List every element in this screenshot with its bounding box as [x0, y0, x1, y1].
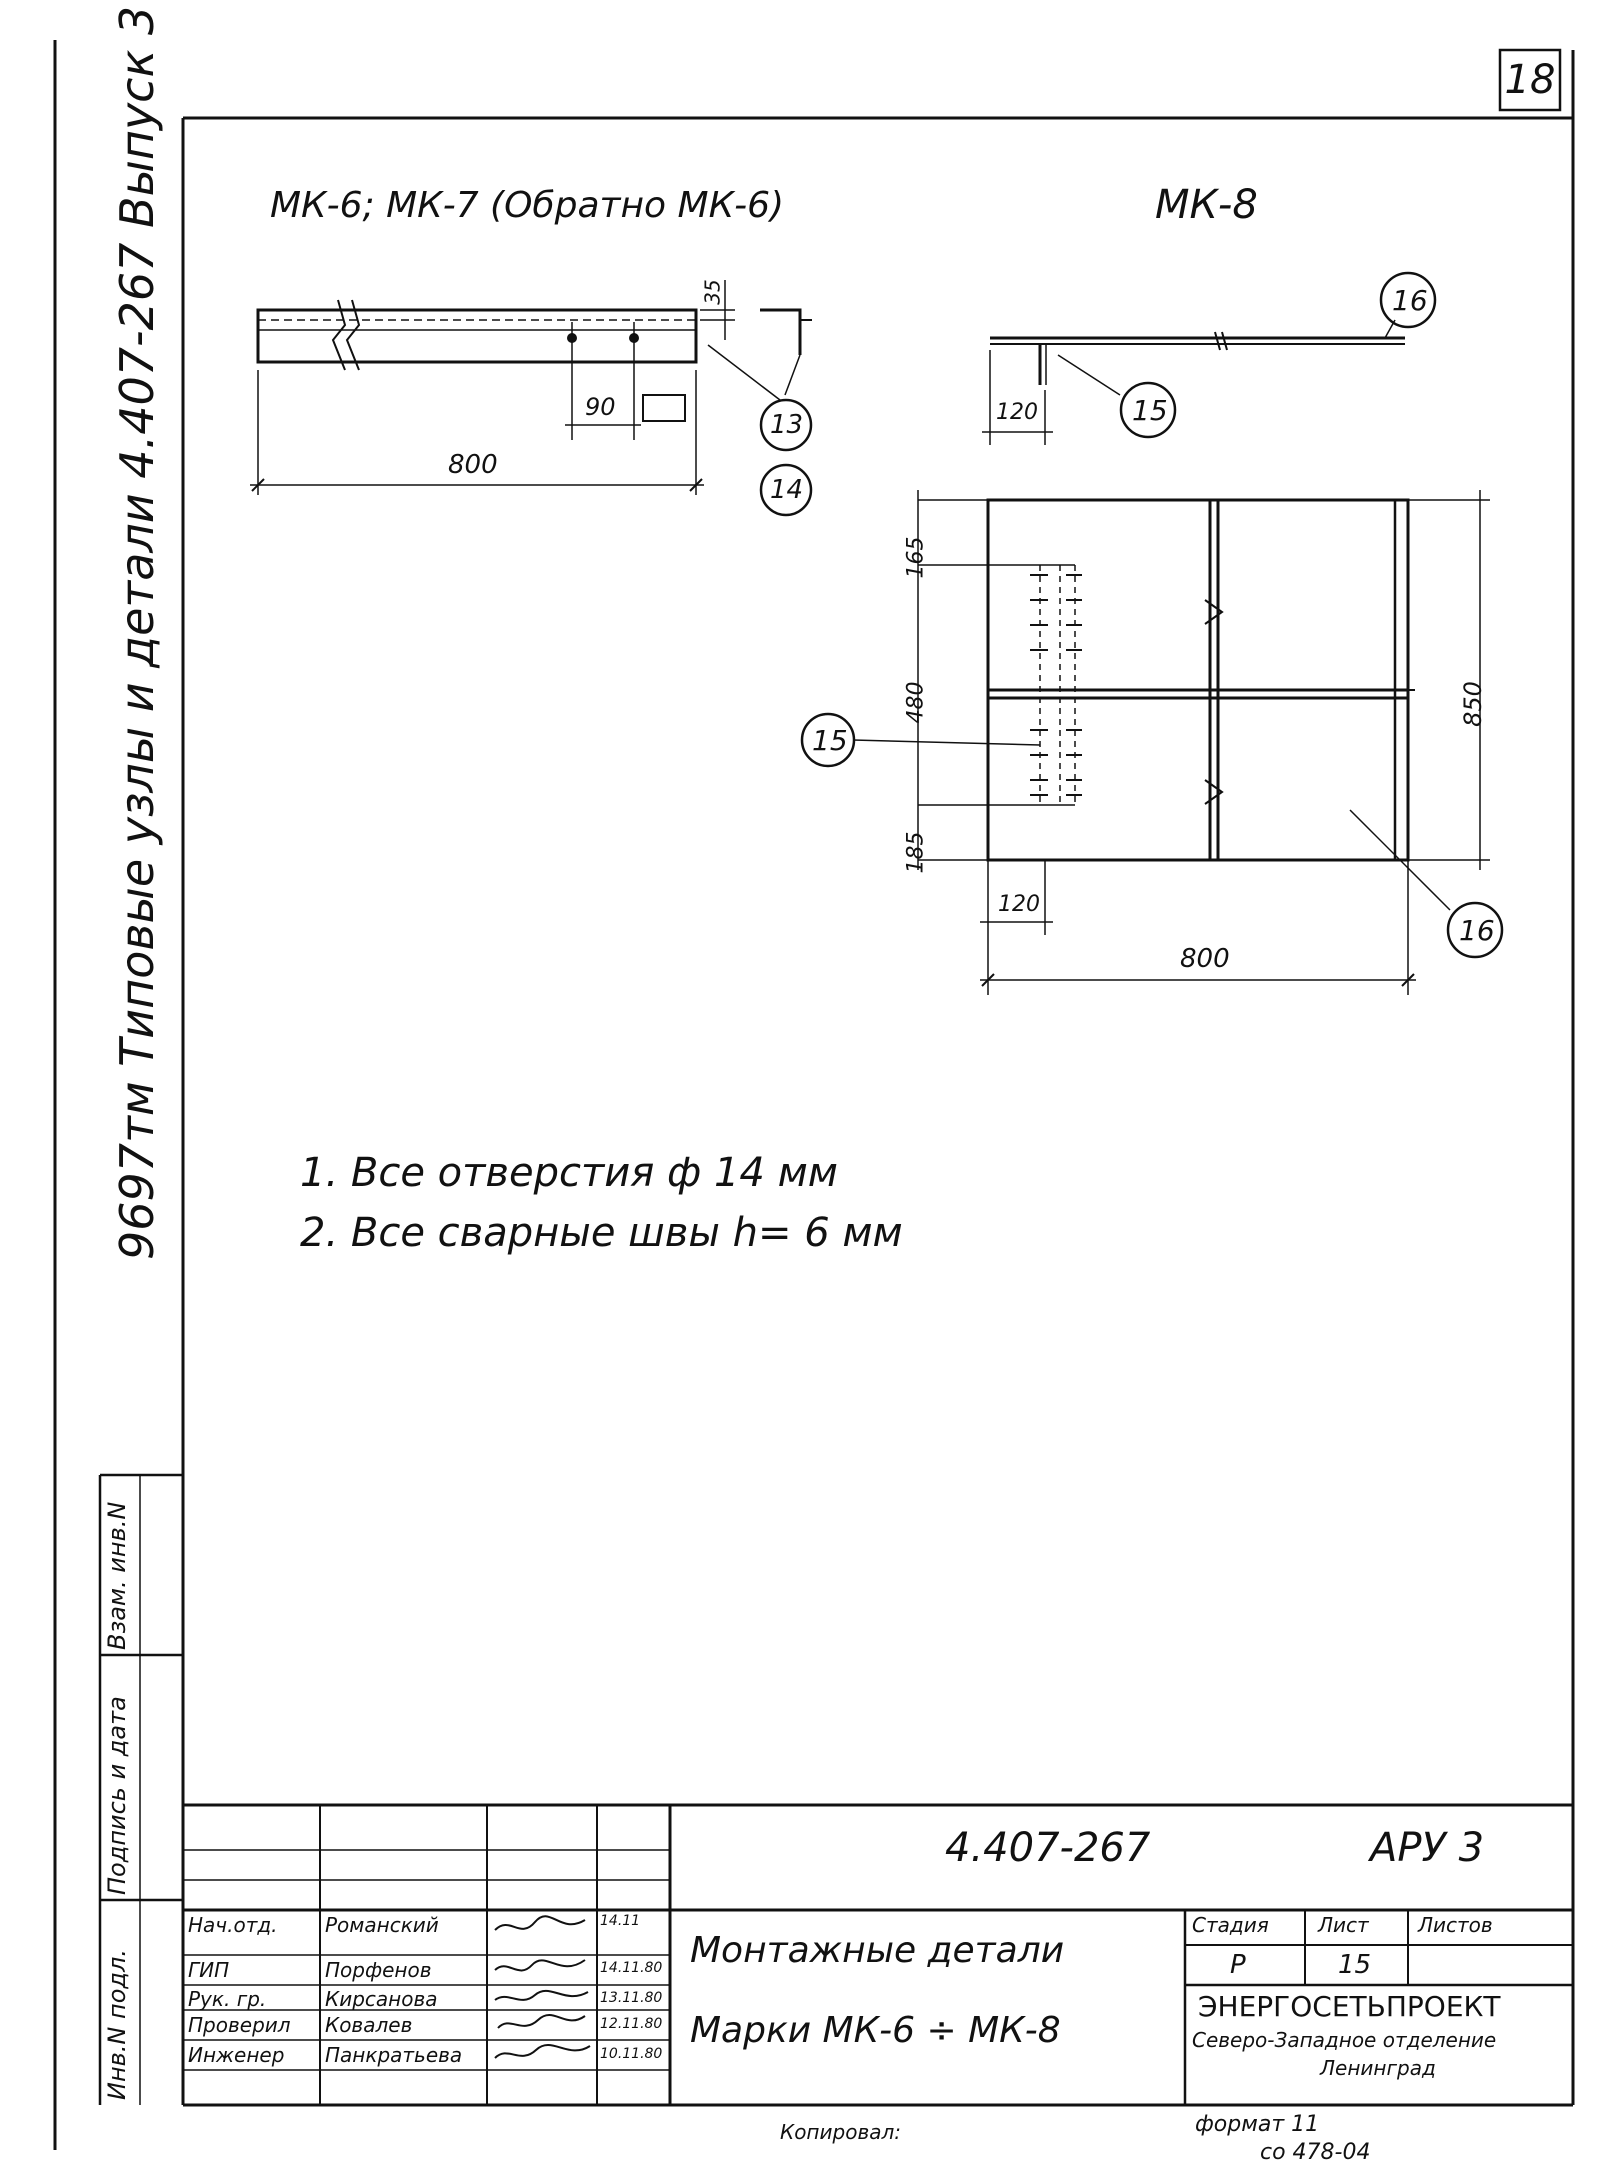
date-0: 14.11	[600, 1913, 641, 1929]
callout-14-label: 14	[770, 475, 804, 505]
side-box-vzam: Взам. инв.N	[103, 1501, 131, 1650]
callout-top-15-label: 15	[1132, 394, 1168, 427]
stage-header: Стадия	[1192, 1913, 1269, 1937]
signatures	[494, 1915, 591, 2059]
note-1: 1. Все отверстия ф 14 мм	[300, 1150, 838, 1196]
role-3: Проверил	[188, 2013, 291, 2037]
dim-850: 850	[1458, 681, 1487, 727]
name-3: Ковалев	[325, 2013, 413, 2037]
format-label: формат 11	[1195, 2112, 1320, 2137]
side-title: 9697тм Типовые узлы и детали 4.407-267 В…	[110, 5, 164, 1260]
name-4: Панкратьева	[325, 2043, 463, 2067]
date-2: 13.11.80	[600, 1990, 663, 2006]
doc-code: 4.407-267	[945, 1825, 1151, 1871]
date-4: 10.11.80	[600, 2046, 663, 2062]
name-0: Романский	[325, 1913, 439, 1937]
doc-ref-code: со 478-04	[1260, 2140, 1371, 2165]
view-right-title: МК-8	[1155, 182, 1258, 228]
copied-by: Копировал:	[780, 2120, 902, 2144]
date-1: 14.11.80	[600, 1960, 663, 1976]
role-4: Инженер	[188, 2043, 285, 2067]
sheet-header: Лист	[1318, 1913, 1369, 1937]
dim-185: 185	[903, 831, 929, 874]
callout-top-15	[1119, 381, 1177, 439]
callout-13	[759, 398, 813, 452]
callout-mid-15-label: 15	[812, 724, 848, 757]
callout-top-16-label: 16	[1392, 284, 1428, 317]
side-box-podpis: Подпись и дата	[103, 1696, 131, 1895]
callout-bottom-16	[1446, 901, 1504, 959]
org-sub-1: Северо-Западное отделение	[1192, 2028, 1497, 2052]
role-0: Нач.отд.	[188, 1913, 278, 1937]
description-line-1: Монтажные детали	[690, 1930, 1065, 1971]
sheet-value: 15	[1338, 1950, 1372, 1980]
dim-120-bottom: 120	[998, 892, 1040, 917]
role-2: Рук. гр.	[188, 1987, 267, 2011]
dim-120-top: 120	[996, 400, 1038, 425]
dim-35: 35	[700, 279, 725, 305]
dim-165: 165	[903, 536, 929, 579]
stage-value: Р	[1230, 1950, 1246, 1980]
callout-mid-15	[800, 712, 856, 768]
series-code: АРУ 3	[1370, 1825, 1485, 1871]
date-3: 12.11.80	[600, 2016, 663, 2032]
callout-13-label: 13	[770, 410, 804, 440]
side-box-inv: Инв.N подл.	[103, 1949, 131, 2100]
dim-800-right: 800	[1180, 944, 1230, 974]
dim-90: 90	[585, 393, 616, 421]
role-1: ГИП	[188, 1958, 230, 1982]
callout-bottom-16-label: 16	[1459, 914, 1495, 947]
org-name: ЭНЕРГОСЕТЬПРОЕКТ	[1198, 1990, 1501, 2023]
sheets-header: Листов	[1418, 1913, 1493, 1937]
dim-480: 480	[903, 681, 929, 724]
callout-top-16	[1379, 271, 1437, 329]
name-1: Порфенов	[325, 1958, 432, 1982]
note-2: 2. Все сварные швы h= 6 мм	[300, 1210, 903, 1256]
description-line-2: Марки МК-6 ÷ МК-8	[690, 2010, 1061, 2051]
dim-800-left: 800	[448, 450, 498, 480]
name-2: Кирсанова	[325, 1987, 438, 2011]
sheet-number: 18	[1504, 57, 1556, 103]
view-left-title: МК-6; МК-7 (Обратно МК-6)	[270, 185, 785, 226]
callout-14	[759, 463, 813, 517]
org-sub-2: Ленинград	[1320, 2056, 1436, 2080]
